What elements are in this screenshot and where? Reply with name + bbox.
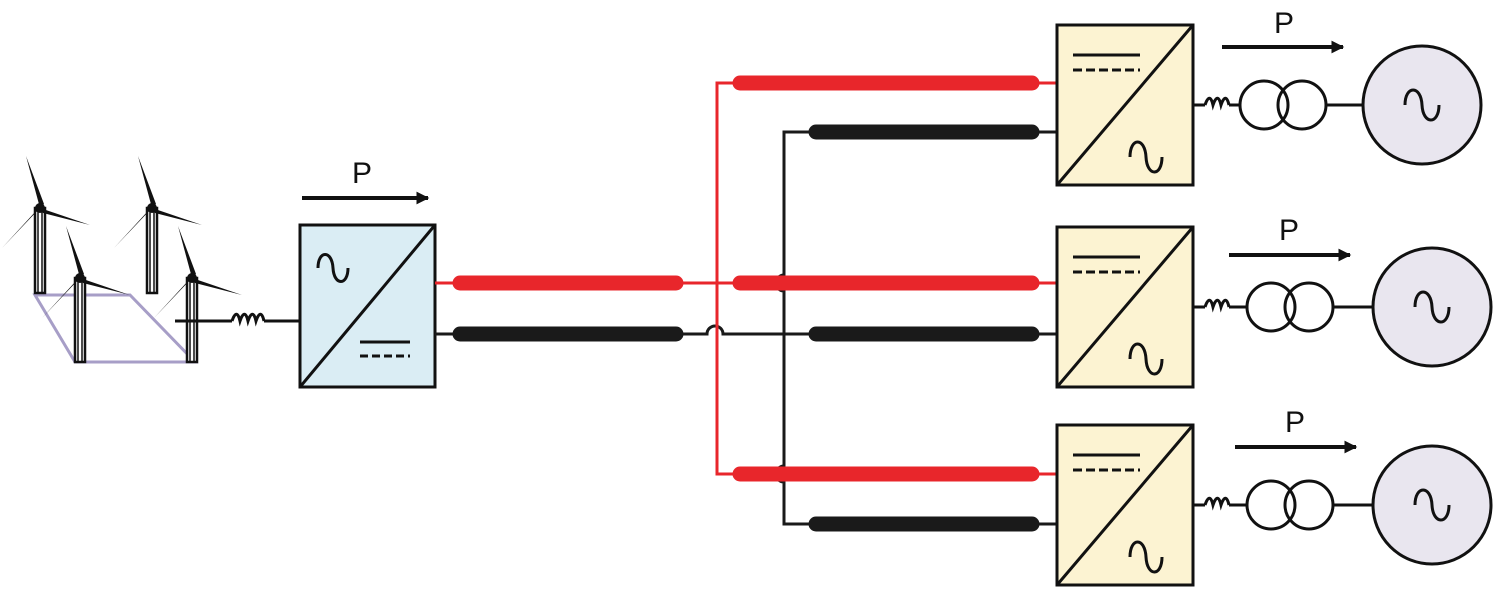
ac-grid-source-icon [1371,246,1493,368]
offshore-dc-negative-pole [435,324,812,342]
wind-farm-ac-feeder [175,312,300,327]
reactor-coil-icon [1203,496,1231,511]
receiving-station-1: P [1055,7,1483,187]
power-label: P [1274,7,1294,40]
transformer-icon [1245,281,1335,333]
negative-dc-bus [774,130,812,526]
ac-grid-source-icon [1361,44,1483,166]
wind-turbine-icon [42,226,130,364]
ac-grid-source-icon [1371,444,1493,566]
dc-lines-icon [1073,453,1140,472]
wind-farm-collector-cable [32,293,199,364]
dc-lines-icon [1073,53,1140,72]
receiving-converter [1055,423,1195,587]
wind-turbine-icon [2,156,90,295]
ac-sine-icon [1128,342,1164,376]
transformer-icon [1238,79,1328,131]
receiving-station-3: P [1055,406,1493,587]
receiving-converter [1055,225,1195,389]
reactor-coil-icon [1203,96,1231,111]
power-label: P [1285,406,1305,439]
power-label: P [1279,214,1299,247]
reactor-coil-icon [230,312,266,327]
power-flow-offshore: P [302,157,430,205]
sending-converter [298,223,437,389]
receiving-station-2: P [1055,214,1493,389]
ac-sine-icon [1128,540,1164,574]
ac-sine-icon [1128,140,1164,174]
dc-lines-icon [360,340,410,358]
wind-turbine-icon [114,156,202,295]
dc-lines-icon [1073,255,1140,274]
power-label: P [352,157,372,190]
wind-turbine-icon [154,226,242,364]
ac-sine-icon [316,253,350,283]
positive-dc-bus [715,81,735,476]
wind-farm [2,156,242,364]
reactor-coil-icon [1203,298,1231,313]
receiving-converter [1055,23,1195,187]
transformer-icon [1245,479,1335,531]
